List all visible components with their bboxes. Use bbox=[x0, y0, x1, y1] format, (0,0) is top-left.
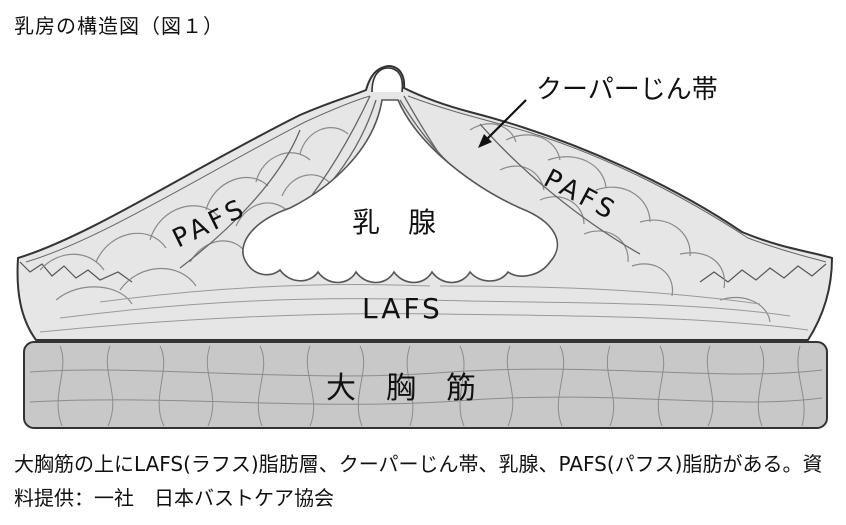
nipple bbox=[371, 67, 404, 93]
figure-title: 乳房の構造図（図１） bbox=[14, 14, 224, 38]
pectoralis-muscle bbox=[23, 341, 828, 429]
breast-structure-diagram: クーパーじん帯 PAFS PAFS 乳 腺 LAFS 大 胸 筋 bbox=[16, 64, 834, 429]
mammary-gland bbox=[242, 99, 559, 284]
label-pectoralis: 大 胸 筋 bbox=[326, 371, 476, 406]
label-cooper-ligament: クーパーじん帯 bbox=[536, 75, 718, 105]
lafs-layer-lines bbox=[39, 284, 809, 333]
cooper-arrow bbox=[478, 99, 527, 148]
label-lafs: LAFS bbox=[362, 292, 443, 325]
label-mammary-gland: 乳 腺 bbox=[352, 206, 436, 239]
figure-caption: 大胸筋の上にLAFS(ラフス)脂肪層、クーパーじん帯、乳腺、PAFS(パフス)脂… bbox=[14, 452, 823, 510]
